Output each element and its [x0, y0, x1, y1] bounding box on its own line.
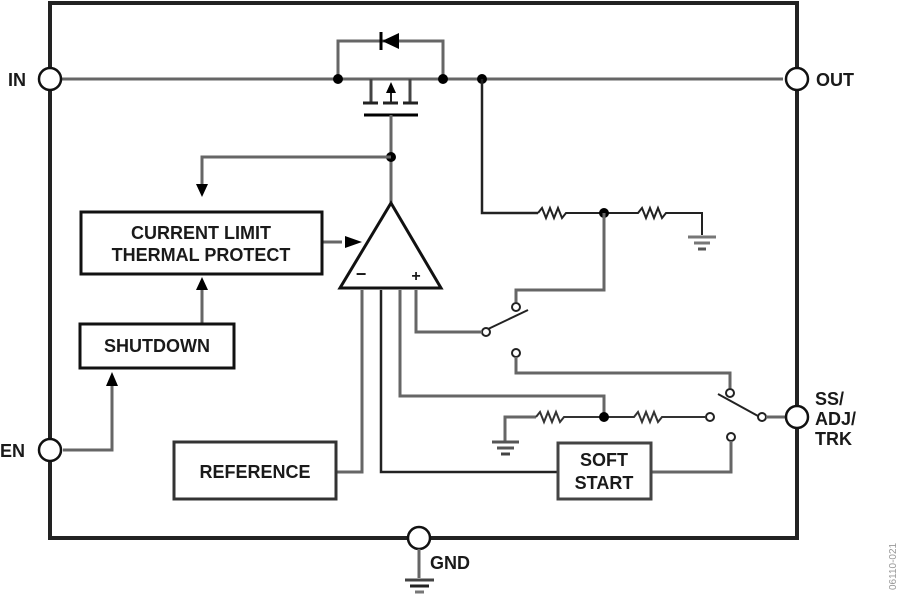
- body-diode: [336, 32, 445, 79]
- figure-id: 06110-021: [888, 542, 899, 590]
- pin-out-label: OUT: [816, 70, 854, 90]
- pin-ss-label: SS/: [815, 389, 844, 409]
- junction-dot: [438, 74, 448, 84]
- pin-gnd-label: GND: [430, 553, 470, 573]
- soft-start-block: [556, 441, 653, 501]
- resistor-r1: [537, 205, 604, 221]
- pin-out: [784, 66, 810, 92]
- resistor-r3: [535, 409, 604, 425]
- junction-dot: [333, 74, 343, 84]
- ground-icon: [688, 235, 716, 251]
- pin-en-label: EN: [0, 441, 25, 461]
- feedback-select-switch: [481, 302, 529, 358]
- arrow-down-icon: [196, 184, 208, 197]
- pin-en: [37, 437, 63, 463]
- reference-label: REFERENCE: [199, 462, 310, 482]
- thermal-protect-label: THERMAL PROTECT: [112, 245, 291, 265]
- shutdown-block: [78, 322, 236, 370]
- gate-sense-wire: [200, 155, 391, 185]
- current-limit-label: CURRENT LIMIT: [131, 223, 271, 243]
- current-limit-block: [79, 210, 324, 276]
- arrow-up-icon: [106, 372, 118, 386]
- output-divider-wire: [480, 79, 538, 215]
- soft-start-wire: [379, 290, 558, 474]
- pin-ss-adj-trk: [784, 404, 810, 430]
- amp-minus-label: −: [356, 264, 367, 284]
- reference-wire: [336, 290, 364, 474]
- divider-ground-wire: [503, 415, 536, 442]
- enable-wire: [63, 385, 114, 452]
- shutdown-label: SHUTDOWN: [104, 336, 210, 356]
- arrow-up-icon: [196, 277, 208, 290]
- ground-icon: [492, 440, 519, 456]
- plus-input-wire: [414, 290, 482, 334]
- error-amplifier: [337, 200, 444, 290]
- tracking-wire: [398, 290, 606, 417]
- switch-link-wire: [514, 357, 732, 388]
- soft-label: SOFT: [580, 450, 628, 470]
- pin-in-label: IN: [8, 70, 26, 90]
- amp-plus-label: +: [411, 268, 420, 285]
- pin-in: [37, 66, 63, 92]
- pass-transistor: [363, 79, 418, 212]
- feedback-wire: [514, 213, 606, 302]
- junction-dot: [599, 412, 609, 422]
- arrow-right-icon: [345, 236, 362, 248]
- pin-trk-label: TRK: [815, 429, 852, 449]
- ground-icon: [405, 578, 434, 594]
- resistor-r2: [604, 205, 703, 235]
- reference-block: [172, 440, 338, 501]
- pin-gnd: [406, 525, 432, 551]
- soft-start-out-wire: [645, 441, 733, 474]
- resistor-r4: [604, 409, 706, 425]
- start-label: START: [575, 473, 634, 493]
- pin-adj-label: ADJ/: [815, 409, 856, 429]
- tracking-select-switch: [705, 388, 767, 442]
